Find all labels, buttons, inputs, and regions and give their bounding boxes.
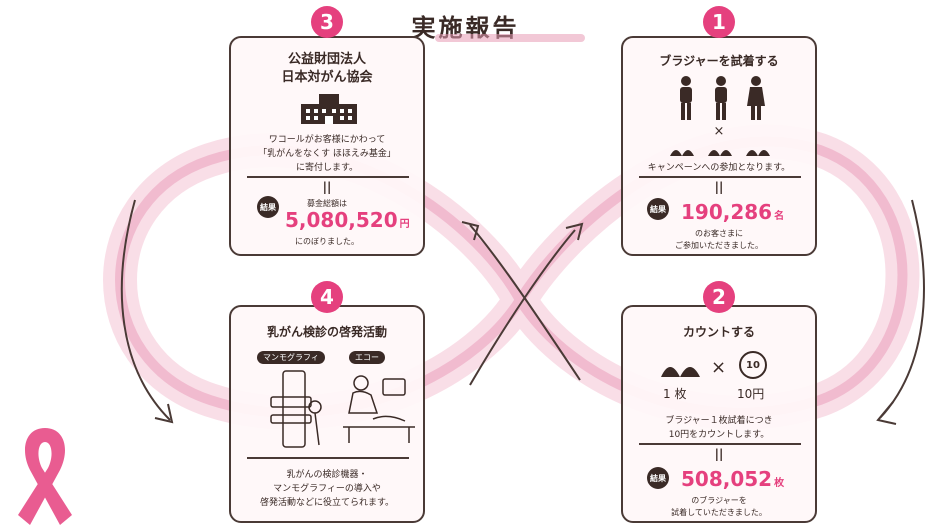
step-1-divider <box>639 176 801 178</box>
step-2-title: カウントする <box>682 325 755 339</box>
step-2-card: カウントする × 10 1 枚 10円 ブラジャー１枚試着につき 10円をカウン… <box>621 305 817 523</box>
step-3-desc-line1: ワコールがお客様にかわって <box>268 135 386 145</box>
step-1-title: ブラジャーを試着する <box>659 54 779 68</box>
step-1-badge: 1 <box>703 6 735 38</box>
step-1-times: × <box>713 124 725 139</box>
pink-ribbon-icon <box>18 428 72 525</box>
building-icon <box>301 94 357 124</box>
step-3-result-caption: 募金総額は <box>307 199 347 208</box>
step-3-note: にのぼりました。 <box>295 237 359 246</box>
step-4-desc-line3: 啓発活動などに役立てられます。 <box>259 498 395 508</box>
coin-icon: 10 <box>739 351 767 379</box>
title-underline <box>435 34 585 42</box>
step-3-title-line1: 公益財団法人 <box>287 52 366 67</box>
step-4-desc-line2: マンモグラフィーの導入や <box>273 484 381 494</box>
step-2-qty: 1 枚 <box>663 387 687 401</box>
step-4-badge: 4 <box>311 281 343 313</box>
step-4-title: 乳がん検診の啓発活動 <box>266 325 387 339</box>
step-1-result-badge: 結果 <box>647 198 669 220</box>
step-3-result-unit: 円 <box>399 219 410 230</box>
step-3-card: 公益財団法人 日本対がん協会 ワコールがお客様にかわって 「乳がんをなくす ほほ… <box>229 36 425 256</box>
step-3-equals: || <box>322 180 332 194</box>
mammography-machine-icon <box>270 370 322 448</box>
step-2-equals: || <box>714 447 724 461</box>
step-1-note-line2: ご参加いただきました。 <box>675 241 763 250</box>
coin-label: 10 <box>746 359 760 371</box>
three-people-icon <box>680 76 765 120</box>
step-1-result-unit: 名 <box>774 211 785 222</box>
step-2-note-line2: 試着していただきました。 <box>671 508 767 517</box>
step-4-card: 乳がん検診の啓発活動 マンモグラフィ エコー 乳がんの検診機器・ マンモグラフィ… <box>229 305 425 523</box>
step-2-result-number: 508,052 <box>681 467 773 491</box>
step-2-result-badge: 結果 <box>647 467 669 489</box>
step-4-desc-line1: 乳がんの検診機器・ <box>286 470 368 480</box>
step-3-title-line2: 日本対がん協会 <box>281 70 373 85</box>
bra-icon <box>661 367 700 377</box>
step-2-divider <box>639 443 801 445</box>
step-1-note-line1: のお客さまに <box>695 229 743 238</box>
step-3-desc-line2: 「乳がんをなくす ほほえみ基金」 <box>258 149 396 159</box>
step-2-desc-line2: 10円をカウントします。 <box>668 430 770 440</box>
bras-icon <box>670 150 770 156</box>
step-2-times: × <box>711 357 727 378</box>
ultrasound-scene-icon <box>343 375 415 443</box>
step-2-result-unit: 枚 <box>774 478 785 489</box>
step-3-desc-line3: に寄付します。 <box>295 163 359 173</box>
step-4-divider <box>247 457 409 459</box>
step-1-desc: キャンペーンへの参加となります。 <box>647 163 791 173</box>
step-2-price: 10円 <box>737 387 765 401</box>
step-3-badge: 3 <box>311 6 343 38</box>
step-3-divider <box>247 176 409 178</box>
step-1-card: ブラジャーを試着する × キャンペーンへの参加となります。 || 結果 190,… <box>621 36 817 256</box>
step-1-equals: || <box>714 180 724 194</box>
step-3-result-badge: 結果 <box>257 196 279 218</box>
step-2-desc-line1: ブラジャー１枚試着につき <box>665 416 773 426</box>
echo-label: エコー <box>349 351 385 364</box>
mammography-label: マンモグラフィ <box>257 351 325 364</box>
step-2-note-line1: のブラジャーを <box>691 496 747 505</box>
step-2-badge: 2 <box>703 281 735 313</box>
step-3-result-number: 5,080,520 <box>285 208 398 232</box>
step-1-result-number: 190,286 <box>681 200 773 224</box>
